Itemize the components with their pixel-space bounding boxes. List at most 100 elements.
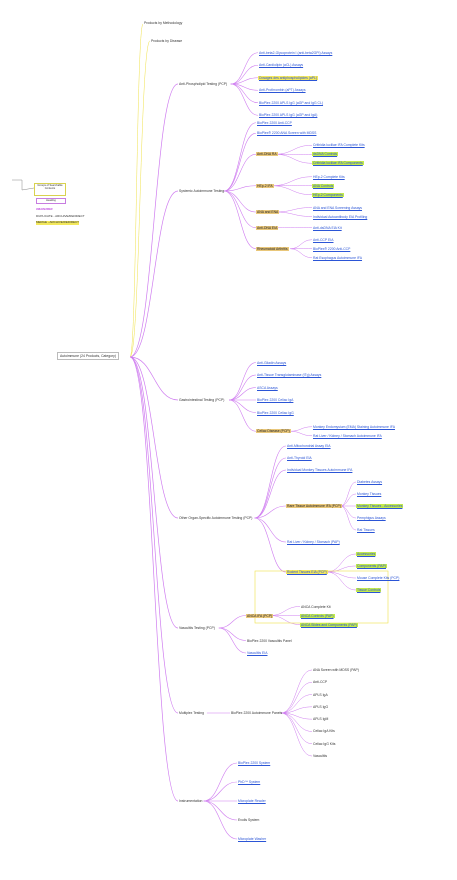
- node-b3-4[interactable]: BioPlex 2200 Celiac IgG: [257, 410, 294, 415]
- node-b1-1[interactable]: Anti-Cardiolipin (aCL) Assays: [259, 63, 304, 68]
- edge-line: [254, 469, 287, 519]
- edge-line: [274, 145, 313, 155]
- node-b2-6[interactable]: Rheumatoid Arthritis: [256, 246, 289, 251]
- node-b1-5[interactable]: BioPlex 2200 APLS IgG (aGP and IgA): [259, 113, 318, 118]
- node-b7-2[interactable]: Microplate Reader: [238, 799, 266, 803]
- edge-line: [223, 132, 257, 192]
- node-b5-0-0[interactable]: ANCA Complete Kit: [301, 604, 331, 609]
- node-b3-1[interactable]: Anti-Tissue Transglutaminase (tTg) Assay…: [257, 373, 322, 377]
- node-b5-0[interactable]: ANCA IFA (PCP): [246, 613, 274, 618]
- node-b4-3-1[interactable]: Monkey Tissues: [357, 492, 382, 496]
- node-b2-4[interactable]: ANA and ENA: [256, 210, 280, 214]
- node-b2-6-0[interactable]: Anti-CCP EIA: [313, 237, 334, 242]
- node-b6-0[interactable]: BioPlex 2200 Autoimmune Panels: [231, 711, 283, 715]
- node-b4-5-0[interactable]: Accessories: [356, 552, 377, 556]
- node-b4-1[interactable]: Anti-Thyroid EIA: [287, 456, 312, 460]
- top-node-by-disease[interactable]: Products by Disease: [151, 39, 183, 43]
- edge-line: [289, 239, 313, 249]
- edge-line: [230, 64, 259, 85]
- root-node[interactable]: Autoimmune (24 Products, Category): [57, 352, 119, 360]
- node-b5-2[interactable]: Vasculitis EIA: [247, 651, 268, 655]
- node-b4-3-2[interactable]: Monkey Tissues - Accessories: [356, 504, 404, 508]
- node-b4-5-3[interactable]: Tissue Controls: [356, 588, 382, 592]
- branch-b5[interactable]: Vasculitis Testing (PCP): [179, 626, 215, 630]
- node-b7-4[interactable]: Microplate Washer: [238, 837, 267, 841]
- node-b6-0-4[interactable]: APLS IgM: [313, 717, 329, 722]
- node-b4-5[interactable]: Rodent Tissues EIA (PCP): [286, 570, 328, 574]
- node-b1-0[interactable]: Anti-beta2-Glycoprotein I (anti-beta2GPI…: [259, 50, 333, 55]
- branch-b4[interactable]: Other Organ-Specific Autoimmune Testing …: [179, 516, 253, 520]
- node-b3-5-0[interactable]: Monkey Endomysium (EMA) Staining Autoimm…: [313, 424, 395, 429]
- node-b2-2-0[interactable]: Crithidia luciliae IFA Complete Kits: [313, 143, 365, 148]
- node-b2-3-0[interactable]: HEp-2 Complete Kits: [313, 174, 345, 179]
- node-b2-5-0[interactable]: Anti-dsDNA EIA Kit: [313, 225, 342, 230]
- node-b4-0[interactable]: Anti-Mitochondrial Assay EIA: [287, 444, 331, 448]
- node-b4-3-4[interactable]: Rat Tissues: [357, 528, 375, 532]
- node-b6-0-0[interactable]: ANA Screen with MDSS (PAP): [313, 667, 359, 672]
- edge-line: [326, 571, 357, 591]
- node-b6-0-6[interactable]: Celiac IgG Kits: [313, 741, 336, 746]
- edge-line: [254, 517, 287, 573]
- edge-line: [326, 565, 357, 573]
- node-b4-5-2[interactable]: Mouse Complete Kits (PCP): [357, 576, 400, 580]
- node-b6-0-5[interactable]: Celiac IgA Kits: [313, 729, 335, 734]
- node-b2-2-2[interactable]: Crithidia luciliae IFA Components: [312, 161, 364, 166]
- edge-line: [129, 40, 151, 358]
- branch-b7[interactable]: Instrumentation: [179, 799, 203, 803]
- node-b4-4[interactable]: Rat Liver / Kidney / Stomach (PAP): [287, 540, 340, 544]
- node-b1-3[interactable]: Anti-Prothrombin (aPT) Assays: [259, 88, 306, 93]
- node-b4-2[interactable]: Individual Monkey Tissues Autoimmune IFA: [287, 468, 353, 472]
- edge-line: [228, 399, 257, 432]
- node-b1-2[interactable]: Dosages des antiphospholipides (aPL): [258, 75, 319, 80]
- node-b6-0-1[interactable]: Anti-CCP: [313, 680, 328, 685]
- node-b4-5-1[interactable]: Components (PAP): [356, 564, 387, 568]
- edge-line: [129, 190, 179, 358]
- branch-b3[interactable]: Gastrointestinal Testing (PCP): [179, 398, 225, 402]
- node-b7-1[interactable]: PhD™ System: [238, 780, 261, 784]
- node-b3-5-1[interactable]: Rat Liver / Kidney / Stomach Autoimmune …: [313, 433, 382, 438]
- node-b2-5[interactable]: Anti-DNA EIA: [256, 225, 279, 230]
- node-b6-0-3[interactable]: APLS IgG: [313, 704, 329, 709]
- node-b2-4-1[interactable]: Individual Autoantibody EIA Profiling: [313, 214, 368, 219]
- edge-line: [223, 185, 257, 192]
- edge-line: [254, 457, 287, 519]
- edge-line: [326, 571, 357, 579]
- edge-line: [218, 627, 247, 654]
- node-b7-3[interactable]: Evolis System: [238, 818, 260, 822]
- node-b2-6-1[interactable]: BioPlex® 2200 Anti-CCP: [313, 246, 351, 251]
- node-b2-1[interactable]: BioPlex® 2200 ANA Screen with MDSS: [257, 131, 317, 136]
- node-b5-1[interactable]: BioPlex 2200 Vasculitis Panel: [247, 638, 292, 643]
- node-b2-2-1[interactable]: dsDNA Controls: [312, 152, 339, 157]
- edge-line: [254, 517, 287, 543]
- node-b2-6-2[interactable]: Rat Esophagus Autoimmune IFA: [313, 255, 363, 260]
- branch-b6[interactable]: Multiplex Testing: [179, 711, 205, 715]
- node-b6-0-2[interactable]: APLS IgA: [313, 692, 328, 697]
- edge-line: [203, 781, 238, 802]
- edge-line: [340, 493, 357, 507]
- node-b2-0[interactable]: BioPlex 2200 Anti-CCP: [257, 120, 292, 125]
- node-b4-3-3[interactable]: Pemphigus Assays: [357, 516, 386, 520]
- node-b2-2[interactable]: Anti-DNA RA: [256, 152, 278, 157]
- node-b2-3-2[interactable]: HEp-2 Components: [312, 192, 344, 197]
- node-b5-0-2[interactable]: ANCA Slides and Components (PAP): [300, 622, 358, 627]
- node-b4-3-0[interactable]: Diabetes Assays: [357, 480, 383, 484]
- node-b2-3[interactable]: HEp-2 IFA: [256, 183, 274, 188]
- node-b4-3[interactable]: Rare Tissue Autoimmune IFA (PCP): [286, 504, 342, 508]
- node-b5-0-1[interactable]: ANCA Controls (PAP): [300, 613, 335, 618]
- node-b2-3-1[interactable]: ANA Controls: [312, 183, 335, 188]
- edge-line: [280, 682, 313, 714]
- branch-b1[interactable]: Anti-Phospholipid Testing (PCP): [179, 82, 228, 86]
- branch-b2[interactable]: Systemic Autoimmune Testing: [179, 189, 225, 193]
- node-b3-3[interactable]: BioPlex 2200 Celiac IgA: [257, 398, 294, 402]
- node-b3-2[interactable]: ASCA Assays: [257, 385, 278, 390]
- edge-line: [254, 505, 287, 519]
- node-b3-5[interactable]: Celiac Disease (PCP): [256, 429, 291, 434]
- node-b6-0-7[interactable]: Vasculitis: [313, 754, 328, 759]
- node-b1-4[interactable]: BioPlex 2200 APLS IgG (aGP and IgG CL): [259, 100, 324, 105]
- edge-line: [289, 431, 313, 436]
- node-b2-4-0[interactable]: ANA and ENA Screening Assays: [313, 205, 363, 210]
- node-b7-0[interactable]: BioPlex 2200 System: [238, 761, 271, 765]
- top-node-by-methodology[interactable]: Products by Methodology: [144, 21, 183, 25]
- node-b3-0[interactable]: Anti-Gliadin Assays: [257, 360, 287, 365]
